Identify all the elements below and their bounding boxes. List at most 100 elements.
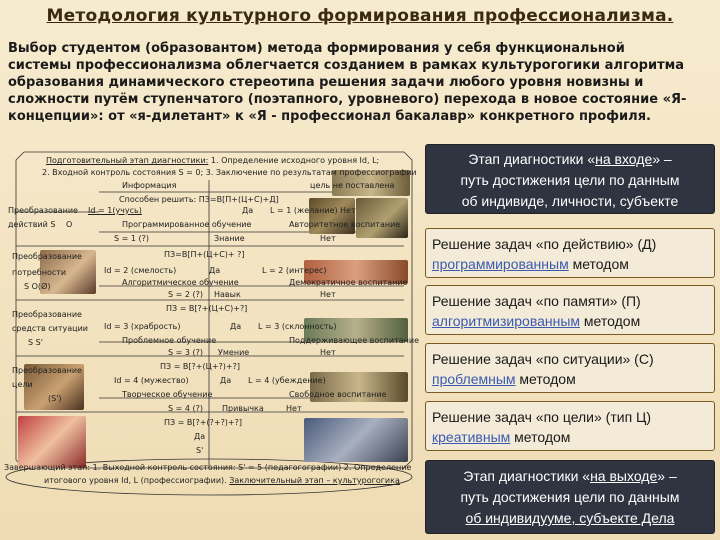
intro-paragraph: Выбор студентом (образовантом) метода фо… [8,40,712,125]
formula-level-2: ПЗ=В[П+(Ц+С)+ ?] [164,250,245,259]
programmed-learning: Программированное обучение [122,220,252,229]
action-method-text: Решение задач «по действию» (Д) программ… [432,234,708,274]
actions-label: действий S [8,220,56,229]
entry-text: Этап диагностики « [468,151,596,167]
entry-text: путь достижения цели по данным [460,172,680,188]
s-to-o-label: S O(Ø) [24,282,51,291]
prep-stage-line-1: Подготовительный этап диагностики: 1. Оп… [46,156,379,165]
flowchart: Подготовительный этап диагностики: 1. Оп… [4,150,420,530]
id-level-1: Id = 1(учусь) [88,206,142,215]
transform-means-label: Преобразование [12,310,82,319]
creative-learning: Творческое обучение [122,390,213,399]
yes-label: Да [194,432,206,441]
state-s1: S = 1 (?) [114,234,149,243]
l-level-1: L = 1 (желание) [270,206,338,215]
habit-label: Привычка [222,404,264,413]
no-label: Нет [340,206,356,215]
gymnast-photo [40,250,96,294]
id-level-4: Id = 4 (мужество) [114,376,189,385]
intro-line: системы профессионализма облегчается соз… [8,58,685,73]
exit-highlight: об индивидууме, субъекте Дела [465,510,675,526]
formula-level-4: ПЗ = В[?+(Ц+?)+?] [160,362,240,371]
exit-text: Этап диагностики « [463,468,591,484]
prep-stage-step1: 1. Определение исходного уровня Id, L; [208,156,380,165]
no-label: Нет [286,404,302,413]
situation-method-panel: Решение задач «по ситуации» (С) проблемн… [425,343,715,393]
athlete-photo [24,364,84,410]
transform-actions-label: Преобразование [8,206,78,215]
exit-diagnostics-text: Этап диагностики «на выходе» – путь дост… [432,466,708,529]
yes-label: Да [220,376,232,385]
s-phi-label: (S') [48,394,62,403]
l-level-4: L = 4 (убеждение) [248,376,326,385]
info-label: Информация [122,181,177,190]
o-mark: O [66,220,73,229]
no-label: Нет [320,348,336,357]
formula-level-3: ПЗ = В[?+(Ц+С)+?] [166,304,248,313]
entry-text: об индивиде, личности, субъекте [461,193,679,209]
state-s3: S = 3 (?) [168,348,203,357]
l-level-3: L = 3 (склонность) [258,322,337,331]
competition-photo [304,318,408,342]
page-title: Методология культурного формирования про… [46,6,674,26]
memory-highlight: алгоритмизированным [432,313,581,329]
id-level-2: Id = 2 (смелость) [104,266,177,275]
authoritarian-upbringing: Авторитетное воспитание [289,220,401,229]
jump-photo [310,372,408,402]
democratic-upbringing: Демократичное воспитание [289,278,408,287]
transform-goal-label: Преобразование [12,366,82,375]
entry-diagnostics-text: Этап диагностики «на входе» – путь дости… [432,149,708,212]
skill-label: Навык [214,290,241,299]
free-upbringing: Свободное воспитание [289,390,387,399]
final-stage-label: Заключительный этап – культурогогика [229,476,400,485]
situation-text: Решение задач «по ситуации» (С) [432,351,654,367]
situation-highlight: проблемным [432,371,516,387]
able-solve-formula: Способен решить: ПЗ=В[П+(Ц+С)+Д] [119,195,279,204]
s-to-s-label: S S' [28,338,43,347]
exit-text: путь достижения цели по данным [460,489,680,505]
formula-level-5: ПЗ = В[?+(?+?)+?] [164,418,242,427]
goal-not-set-label: цель не поставлена [310,181,395,190]
algorithmic-learning: Алгоритмическое обучение [122,278,239,287]
hurdles-photo [356,198,408,238]
no-label: Нет [320,234,336,243]
action-method-panel: Решение задач «по действию» (Д) программ… [425,228,715,278]
needs-label: потребности [12,268,67,277]
goal-label: цели [12,380,33,389]
id-level-3: Id = 3 (храбрость) [104,322,181,331]
runner-photo [332,170,410,196]
means-label: средств ситуации [12,324,88,333]
problem-learning: Проблемное обучение [122,336,217,345]
sprinter-photo [18,416,86,468]
action-text: Решение задач «по действию» (Д) [432,236,657,252]
exit-text: » – [657,468,677,484]
intro-line: образования динамического стереотипа реш… [8,75,644,90]
finish-photo [304,418,408,462]
goal-text: Решение задач «по цели» (тип Ц) [432,409,652,425]
supporting-upbringing: Поддерживающее воспитание [289,336,420,345]
athletes-photo [309,198,355,234]
goal-method-text: Решение задач «по цели» (тип Ц) креативн… [432,407,708,447]
final-stage-line-2: итогового уровня Id, L (профессиографии)… [44,476,400,485]
knowledge-label: Знание [214,234,245,243]
state-s2: S = 2 (?) [168,290,203,299]
prep-stage-line-2: 2. Входной контроль состояния S = 0; 3. … [42,168,417,177]
entry-text: » – [652,151,672,167]
final-stage-line-1: Завершающий этап: 1. Выходной контроль с… [4,463,412,472]
goal-text: методом [510,429,571,445]
action-highlight: программированным [432,256,569,272]
yes-label: Да [242,206,254,215]
intro-line: Выбор студентом (образовантом) метода фо… [8,41,625,56]
yes-label: Да [230,322,242,331]
situation-text: методом [515,371,576,387]
memory-method-text: Решение задач «по памяти» (П) алгоритмиз… [432,291,708,331]
final-state: S' [196,446,204,455]
exit-diagnostics-panel: Этап диагностики «на выходе» – путь дост… [425,460,715,534]
transform-needs-label: Преобразование [12,252,82,261]
exit-highlight: на выходе [590,468,658,484]
state-s4: S = 4 (?) [168,404,203,413]
entry-highlight: на входе [595,151,653,167]
prep-stage-label: Подготовительный этап диагностики: [46,156,209,165]
ability-label: Умение [218,348,250,357]
memory-text: методом [580,313,641,329]
